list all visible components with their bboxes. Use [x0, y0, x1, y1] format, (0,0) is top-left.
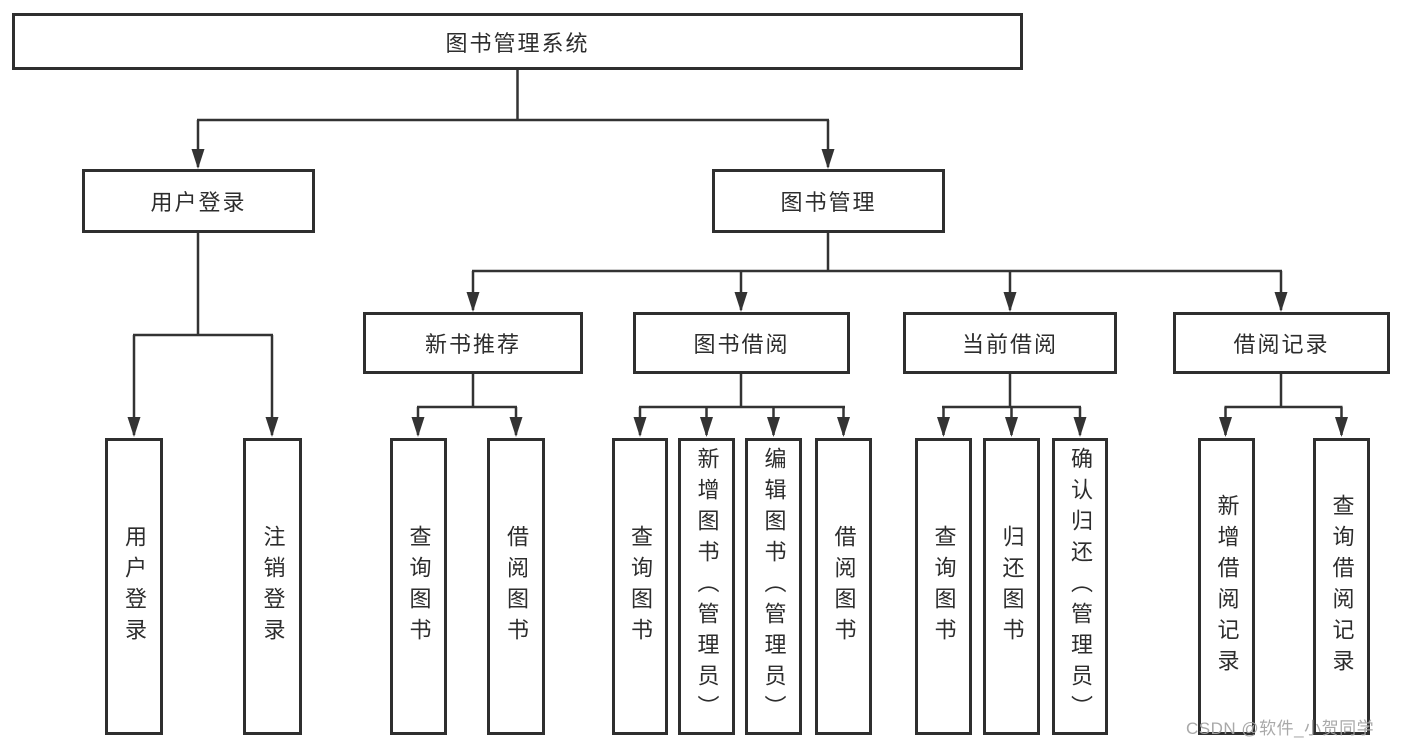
leaf-user-login-label: 用户登录 — [122, 524, 147, 649]
leaf-return-books-label: 归还图书 — [999, 524, 1025, 649]
leaf-query-borrow-record: 查询借阅记录 — [1313, 438, 1370, 735]
leaf-return-books: 归还图书 — [983, 438, 1040, 735]
node-root-label: 图书管理系统 — [445, 30, 590, 56]
leaf-add-books-admin: 新增图书（管理员） — [678, 438, 735, 735]
leaf-edit-books-admin-label: 编辑图书（管理员） — [761, 447, 787, 726]
node-borrow-record: 借阅记录 — [1173, 312, 1390, 374]
leaf-query-books-current: 查询图书 — [915, 438, 972, 735]
watermark: CSDN @软件_小贺同学 — [1186, 719, 1375, 738]
leaf-query-books-borrow: 查询图书 — [612, 438, 668, 735]
leaf-user-login: 用户登录 — [105, 438, 163, 735]
node-user-login: 用户登录 — [82, 169, 315, 233]
leaf-logout-label: 注销登录 — [260, 524, 286, 649]
leaf-query-books-current-label: 查询图书 — [931, 524, 957, 649]
node-borrow-record-label: 借阅记录 — [1233, 332, 1330, 357]
node-book-borrow: 图书借阅 — [633, 312, 850, 374]
node-book-borrow-label: 图书借阅 — [693, 332, 790, 357]
leaf-confirm-return-admin: 确认归还（管理员） — [1052, 438, 1108, 735]
leaf-add-borrow-record: 新增借阅记录 — [1198, 438, 1255, 735]
leaf-query-books-borrow-label: 查询图书 — [628, 524, 653, 649]
leaf-add-books-admin-label: 新增图书（管理员） — [694, 447, 720, 726]
leaf-add-borrow-record-label: 新增借阅记录 — [1214, 493, 1240, 680]
node-current-borrow: 当前借阅 — [903, 312, 1117, 374]
leaf-borrow-books-new-rec: 借阅图书 — [487, 438, 545, 735]
node-current-borrow-label: 当前借阅 — [961, 332, 1058, 357]
leaf-logout: 注销登录 — [243, 438, 302, 735]
node-book-management-label: 图书管理 — [780, 190, 877, 215]
node-new-book-recommend: 新书推荐 — [363, 312, 583, 374]
leaf-confirm-return-admin-label: 确认归还（管理员） — [1068, 447, 1093, 726]
node-root: 图书管理系统 — [12, 13, 1023, 70]
leaf-edit-books-admin: 编辑图书（管理员） — [745, 438, 802, 735]
node-new-book-recommend-label: 新书推荐 — [424, 332, 521, 357]
node-book-management: 图书管理 — [712, 169, 945, 233]
leaf-query-books-new-rec: 查询图书 — [390, 438, 447, 735]
leaf-query-borrow-record-label: 查询借阅记录 — [1329, 493, 1355, 680]
leaf-borrow-books-label: 借阅图书 — [831, 524, 857, 649]
leaf-borrow-books: 借阅图书 — [815, 438, 872, 735]
node-user-login-label: 用户登录 — [150, 190, 247, 215]
leaf-query-books-new-rec-label: 查询图书 — [406, 524, 432, 649]
leaf-borrow-books-new-rec-label: 借阅图书 — [504, 524, 529, 649]
